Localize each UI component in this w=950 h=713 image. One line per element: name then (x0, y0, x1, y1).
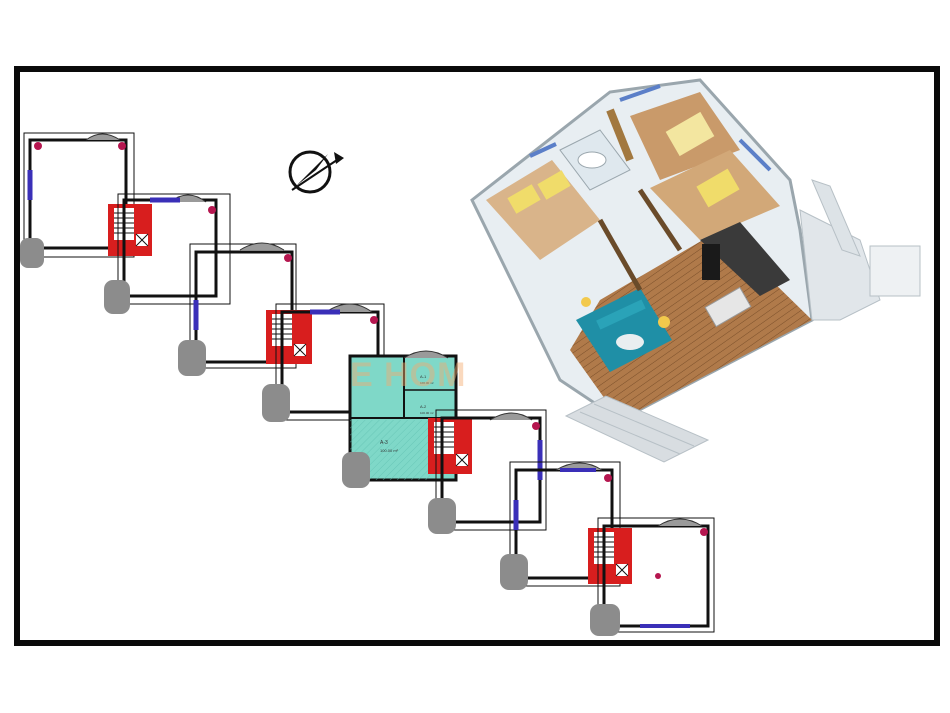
unit-label-c: A-3 (380, 440, 388, 446)
core-4 (588, 528, 632, 584)
unit-7 (590, 517, 715, 636)
core-3 (428, 418, 472, 474)
unit-5 (428, 409, 547, 534)
unit-area-c: 100.00 m² (380, 448, 399, 453)
core-1 (108, 204, 152, 256)
watermark-text: E HOM (350, 356, 467, 394)
apartment-3d-render (470, 78, 921, 463)
core-2 (266, 310, 312, 364)
unit-area-b: 100.00 m² (420, 411, 434, 415)
unit-3 (178, 242, 297, 376)
unit-label-b: A-2 (420, 404, 427, 409)
unit-6 (500, 461, 621, 590)
unit-area-a: 100.00 m² (420, 381, 434, 385)
drawing-frame (14, 66, 940, 646)
unit-label-a: A-1 (420, 374, 427, 379)
unit-2 (104, 193, 231, 314)
unit-1 (20, 132, 135, 268)
compass-icon (288, 150, 344, 194)
